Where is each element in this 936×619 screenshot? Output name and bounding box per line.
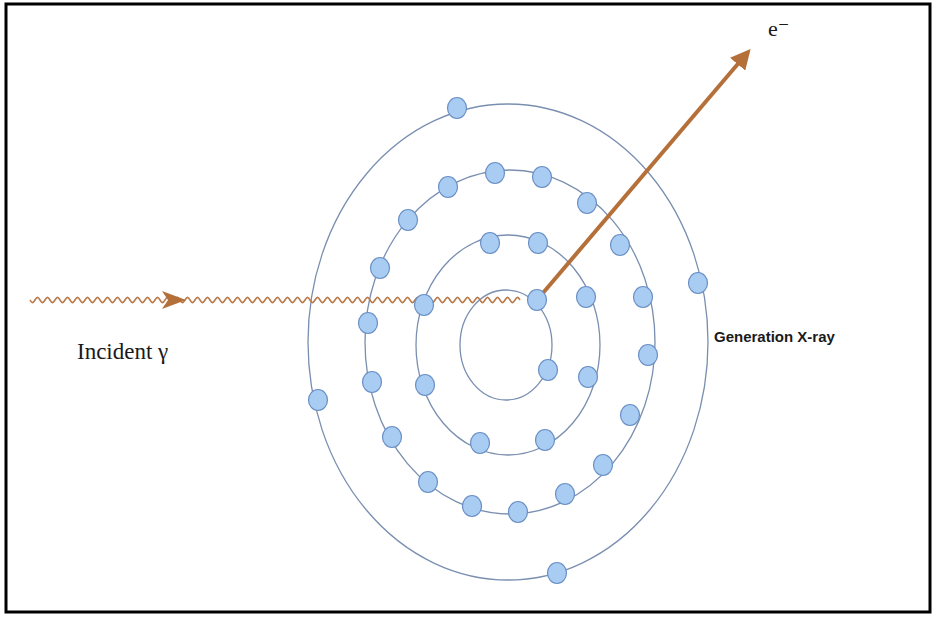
frame-border [6,4,930,612]
shell-outer [308,104,708,580]
shell-second [416,235,600,455]
photon-arrowhead [162,291,186,309]
electron-dot [579,367,598,388]
electron-dot [689,273,708,294]
electron-dot [309,390,328,411]
electron-dot [621,405,640,426]
incident-gamma-label: Incident γ [77,339,168,365]
electron-dot [448,98,467,119]
electron-dot [399,210,418,231]
electron-dot [529,233,548,254]
electrons [309,98,708,584]
electron-dot [528,290,547,311]
electron-shells [308,104,708,580]
electron-dot [363,372,382,393]
photon-wave-line [30,297,520,302]
shell-inner [460,290,552,400]
electron-dot [509,502,528,523]
electron-dot [383,427,402,448]
electron-dot [548,563,567,584]
electron-dot [578,193,597,214]
shell-third [365,170,655,514]
electron-dot [594,455,613,476]
electron-dot [481,233,500,254]
electron-dot [536,430,555,451]
electron-dot [359,313,378,334]
electron-dot [416,375,435,396]
electron-dot [371,258,390,279]
electron-dot [471,433,490,454]
electron-dot [639,345,658,366]
electron-dot [486,163,505,184]
xray-generation-label: Generation X-ray [714,328,835,345]
electron-dot [577,287,596,308]
electron-dot [539,360,558,381]
electron-dot [415,295,434,316]
electron-dot [556,484,575,505]
electron-dot [634,287,653,308]
electron-dot [419,472,438,493]
electron-dot [463,496,482,517]
incident-photon-wave [30,291,520,309]
electron-dot [533,167,552,188]
ejected-electron-arrow [537,52,748,300]
electron-label: e⁻ [768,16,789,41]
electron-dot [439,177,458,198]
electron-dot [611,235,630,256]
